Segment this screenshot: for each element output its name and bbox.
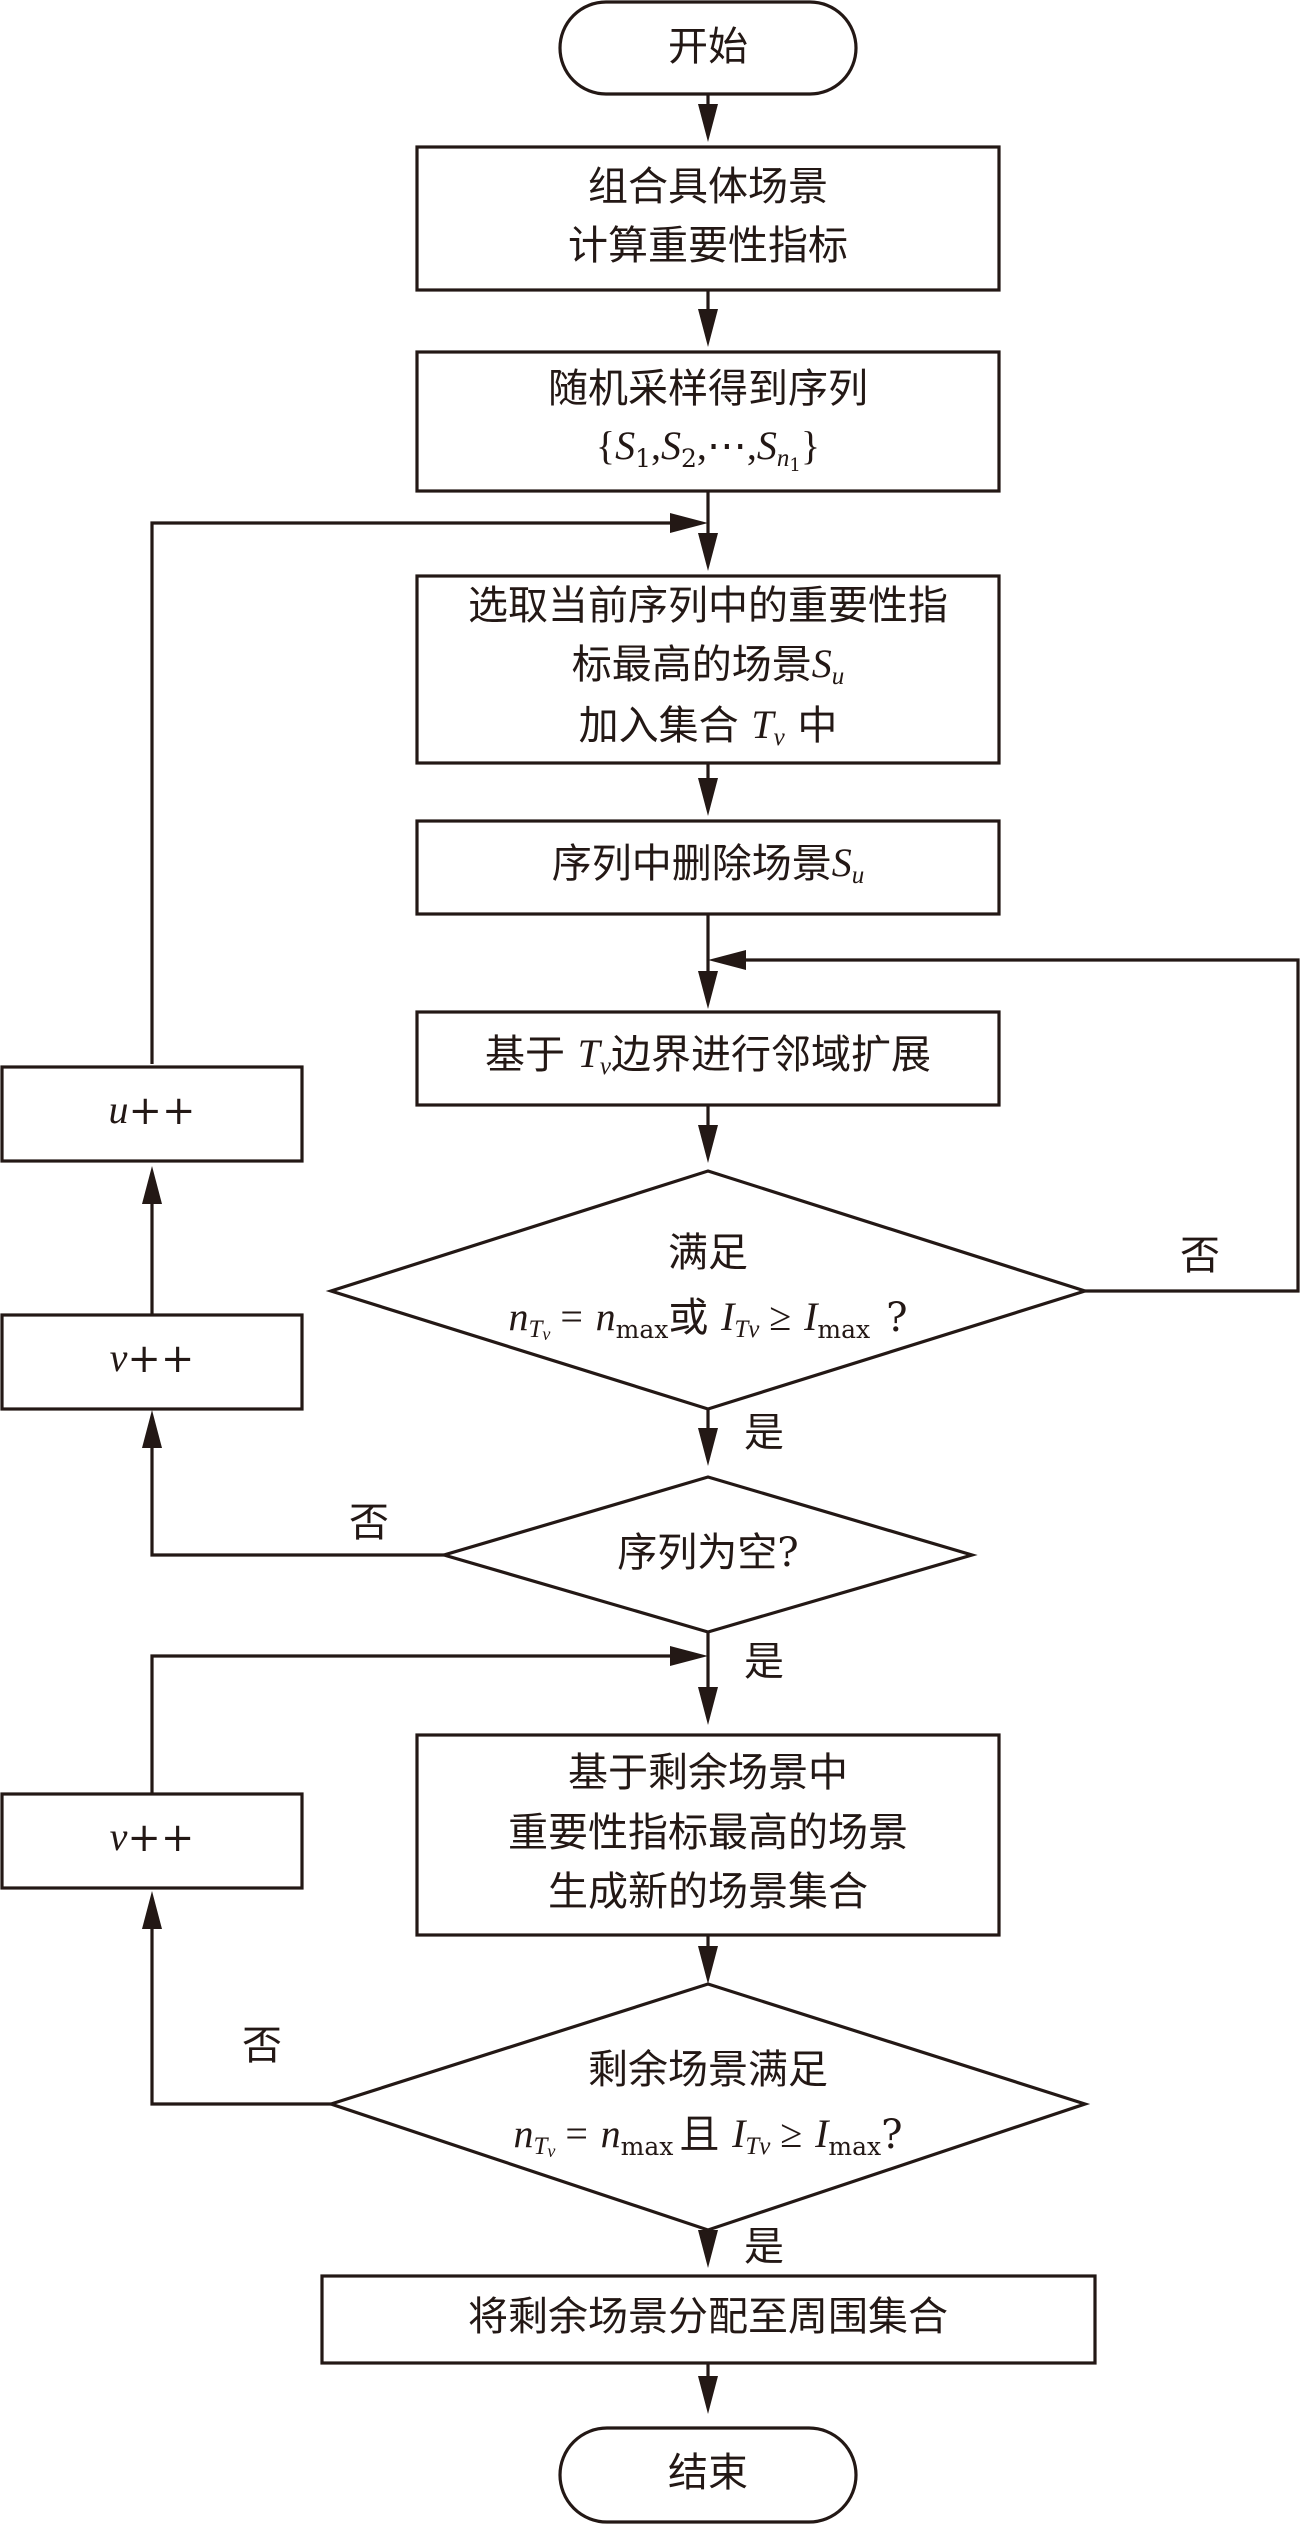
arrowhead: [698, 309, 718, 347]
step5-box: [415, 1010, 1001, 1107]
step3-line3: 加入集合 Tv 中: [579, 702, 838, 751]
step3-line2: 标最高的场景Su: [572, 641, 845, 690]
step1-line1: 组合具体场景: [588, 164, 828, 210]
arrowhead: [670, 1646, 708, 1666]
decision2-yes-label: 是: [744, 1639, 784, 1685]
step4-box: [415, 819, 1001, 916]
step6-line3: 生成新的场景集合: [548, 1869, 868, 1915]
step2-sequence: {S1,S2,⋯,Sn1}: [596, 423, 820, 476]
arrowhead: [698, 104, 718, 142]
step3-box: [415, 574, 1001, 765]
step6-box: [415, 1733, 1001, 1937]
step5-label: 基于 Tv边界进行邻域扩展: [485, 1031, 931, 1080]
arrowhead: [142, 1410, 162, 1448]
v-increment-label-1: v++: [110, 1335, 195, 1382]
arrowhead: [708, 950, 746, 970]
connectors: [150, 94, 1300, 2395]
end-terminal: [558, 2426, 858, 2524]
step4-label: 序列中删除场景Su: [552, 840, 865, 889]
u-increment-label: u++: [108, 1087, 195, 1134]
decision1-diamond: [325, 1169, 1091, 1411]
step1-box: [415, 145, 1001, 292]
decision3-line1: 剩余场景满足: [588, 2047, 828, 2093]
step6-line1: 基于剩余场景中: [568, 1750, 848, 1796]
arrowhead: [698, 533, 718, 571]
edge-upp-to-step3: [150, 521, 686, 1064]
arrowhead: [698, 2376, 718, 2414]
labels: 开始 组合具体场景 计算重要性指标 随机采样得到序列 {S1,S2,⋯,Sn1}…: [108, 24, 1220, 2496]
arrowhead: [698, 1428, 718, 1466]
step1-line2: 计算重要性指标: [568, 223, 848, 269]
v-increment-box-1: [0, 1313, 304, 1411]
step7-label: 将剩余场景分配至周围集合: [468, 2294, 948, 2340]
arrowhead: [670, 513, 708, 533]
start-terminal: [558, 0, 858, 96]
decision1-condition: nTv= nmax或 ITv≥ Imax?: [508, 1294, 907, 1344]
v-increment-label-2: v++: [110, 1814, 195, 1861]
step2-line1: 随机采样得到序列: [548, 366, 868, 412]
decision1-line1: 满足: [668, 1230, 748, 1276]
decision3-no-label: 否: [242, 2023, 282, 2069]
arrowheads: [142, 104, 746, 2414]
arrowhead: [698, 1687, 718, 1725]
shapes: [0, 0, 1097, 2524]
edge-vpp2-to-step6: [150, 1654, 686, 1793]
arrowhead: [698, 971, 718, 1009]
step7-box: [320, 2274, 1097, 2365]
decision1-no-label: 否: [1180, 1233, 1220, 1279]
v-increment-box-2: [0, 1792, 304, 1890]
arrowhead: [142, 1166, 162, 1204]
edge-decision3-no-to-vpp: [150, 1912, 331, 2106]
start-label: 开始: [668, 24, 748, 70]
edge-decision2-no-to-vpp: [150, 1430, 444, 1557]
arrowhead: [698, 1946, 718, 1984]
arrowhead: [142, 1891, 162, 1929]
step2-box: [415, 350, 1001, 493]
decision2-label: 序列为空?: [617, 1530, 798, 1576]
decision2-diamond: [438, 1475, 978, 1634]
edge-decision1-no-loop: [728, 958, 1300, 1293]
decision3-diamond: [325, 1982, 1091, 2232]
u-increment-box: [0, 1065, 304, 1163]
arrowhead: [698, 1125, 718, 1163]
step3-line1: 选取当前序列中的重要性指: [468, 583, 948, 629]
arrowhead: [698, 2230, 718, 2268]
decision1-yes-label: 是: [744, 1410, 784, 1456]
decision3-yes-label: 是: [744, 2224, 784, 2270]
end-label: 结束: [668, 2450, 748, 2496]
arrowhead: [698, 778, 718, 816]
step6-line2: 重要性指标最高的场景: [508, 1810, 908, 1856]
decision2-no-label: 否: [349, 1500, 389, 1546]
